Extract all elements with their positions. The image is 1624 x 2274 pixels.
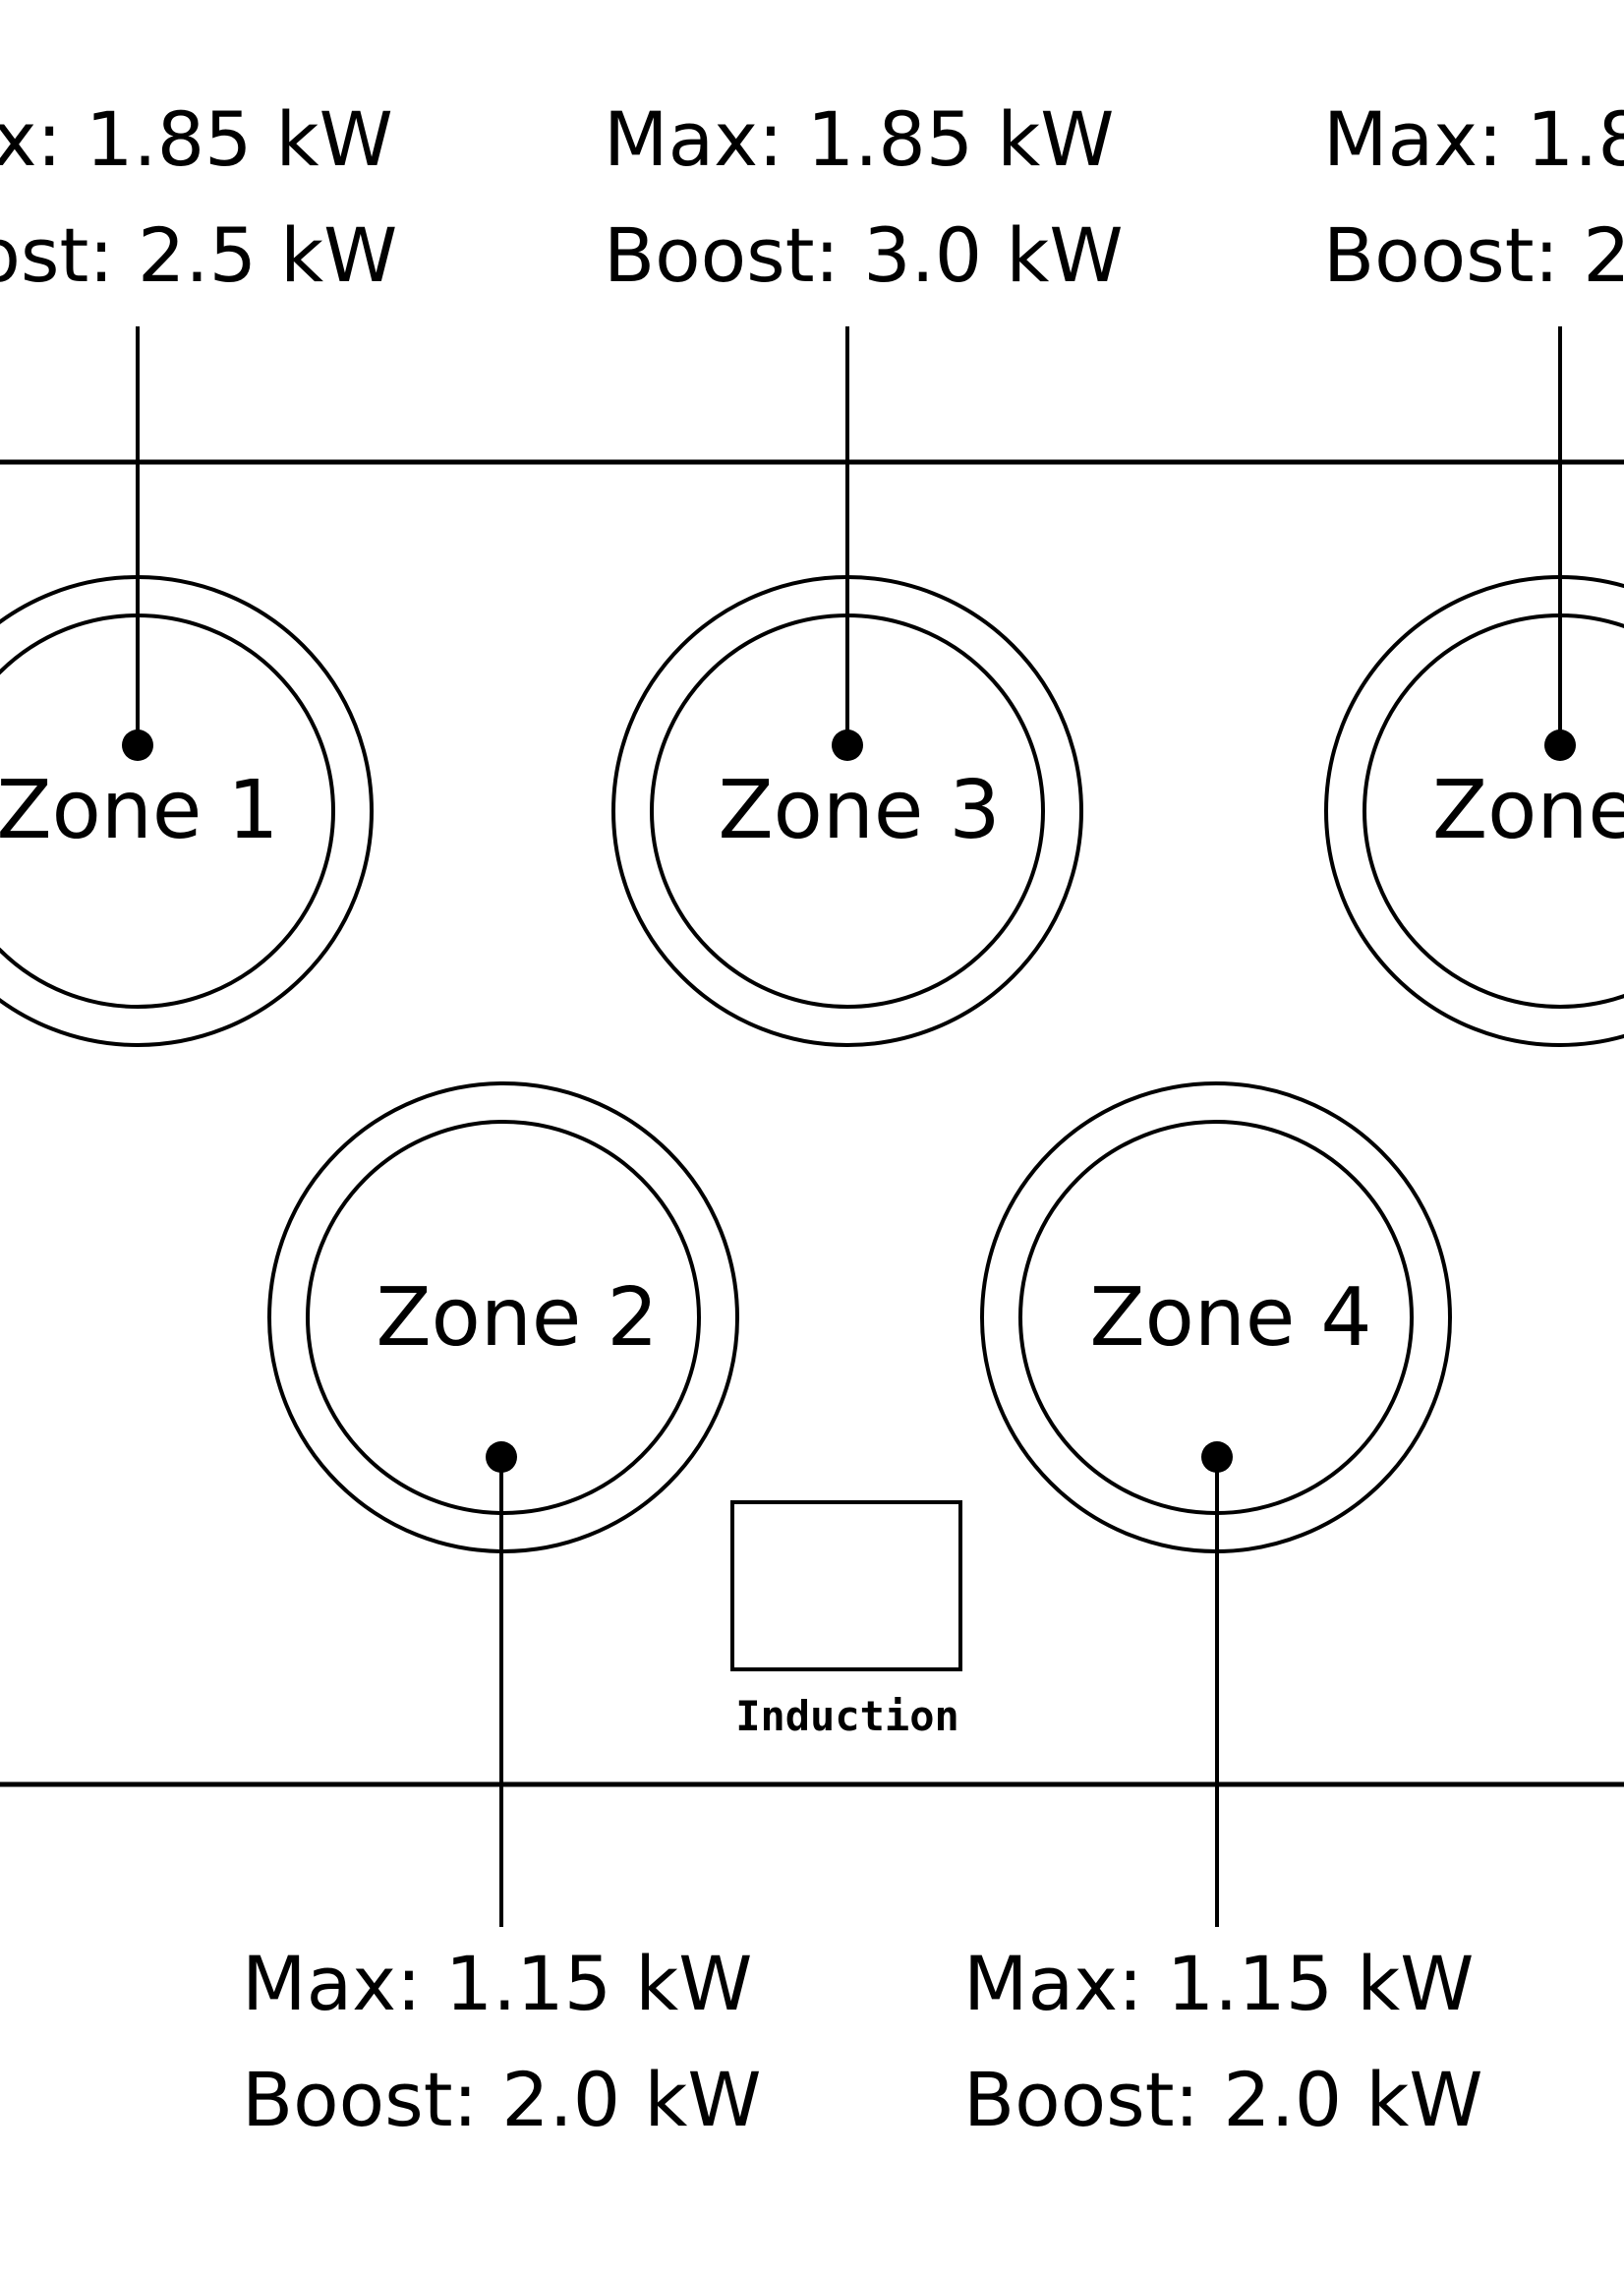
zone-1-boost: Boost: 2.5 kW — [0, 211, 397, 299]
zone-5-leader-dot — [1544, 729, 1576, 761]
zone-2-label: Zone 2 — [377, 1271, 659, 1365]
induction-label: Induction — [735, 1692, 959, 1740]
zone-1-label: Zone 1 — [0, 764, 279, 857]
induction-badge: Induction — [730, 1500, 962, 1740]
zone-2: Zone 2 Max: 1.15 kW Boost: 2.0 kW — [242, 1081, 761, 2143]
zone-4-boost: Boost: 2.0 kW — [963, 2056, 1482, 2143]
zone-5: Zone 5 Max: 1.85 kW Boost: 2.5 kW — [1323, 95, 1624, 1047]
zone-3-leader-dot — [832, 729, 863, 761]
zone-2-boost: Boost: 2.0 kW — [242, 2056, 761, 2143]
zone-1: Zone 1 Max: 1.85 kW Boost: 2.5 kW — [0, 95, 397, 1047]
zone-5-boost: Boost: 2.5 kW — [1323, 211, 1624, 299]
zone-3-boost: Boost: 3.0 kW — [604, 211, 1123, 299]
induction-display-box — [730, 1500, 962, 1671]
zone-1-leader-dot — [122, 729, 153, 761]
zone-3-label: Zone 3 — [719, 764, 1001, 857]
zone-4-label: Zone 4 — [1090, 1271, 1372, 1365]
zone-1-max: Max: 1.85 kW — [0, 95, 393, 183]
zone-3: Zone 3 Max: 1.85 kW Boost: 3.0 kW — [604, 95, 1123, 1047]
zone-4-max: Max: 1.15 kW — [963, 1940, 1474, 2027]
zone-3-max: Max: 1.85 kW — [604, 95, 1114, 183]
zone-4: Zone 4 Max: 1.15 kW Boost: 2.0 kW — [963, 1081, 1482, 2143]
zone-2-max: Max: 1.15 kW — [242, 1940, 752, 2027]
zone-5-max: Max: 1.85 kW — [1323, 95, 1624, 183]
zone-5-label: Zone 5 — [1432, 764, 1624, 857]
